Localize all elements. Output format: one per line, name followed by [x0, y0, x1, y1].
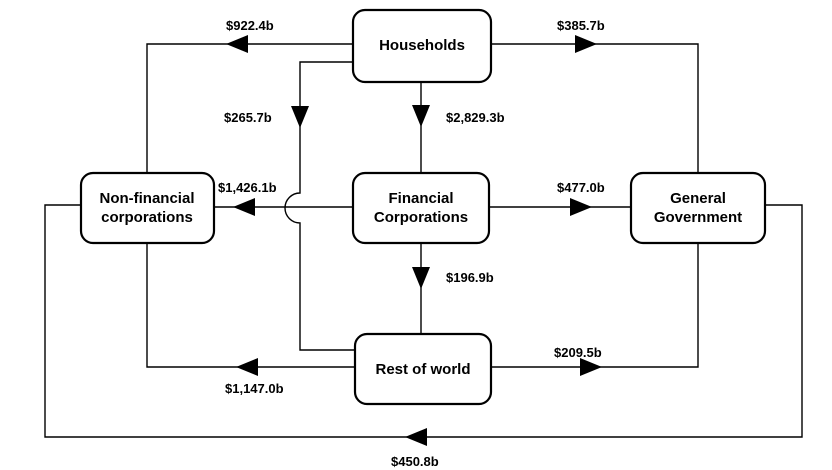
label-households-nonfinancial: $922.4b: [226, 18, 274, 33]
node-financial-label-line2: Corporations: [374, 209, 468, 226]
flow-line-rest-of-world-nonfinancial: [146, 243, 355, 368]
arrowhead-financial-nonfinancial: [233, 198, 255, 216]
flow-line-government-rest-of-world: [491, 243, 699, 368]
label-households-financial: $2,829.3b: [446, 110, 505, 125]
arrowhead-households-government: [575, 35, 597, 53]
arrowhead-financial-government: [570, 198, 592, 216]
node-government-label-line1: General: [670, 190, 726, 207]
node-government-label-line2: Government: [654, 209, 742, 226]
node-households-label: Households: [379, 37, 465, 54]
label-financial-government: $477.0b: [557, 180, 605, 195]
label-rest-of-world-nonfinancial: $1,147.0b: [225, 381, 284, 396]
node-financial-corporations: Financial Corporations: [351, 171, 491, 245]
arrowhead-government-nonfinancial: [405, 428, 427, 446]
flow-line-households-rest-of-world: [284, 61, 355, 351]
arrowhead-households-nonfinancial: [226, 35, 248, 53]
label-financial-rest-of-world: $196.9b: [446, 270, 494, 285]
label-government-nonfinancial: $450.8b: [391, 454, 439, 469]
node-nonfinancial-label-line2: corporations: [101, 209, 193, 226]
arrowhead-rest-of-world-nonfinancial: [236, 358, 258, 376]
node-financial-label-line1: Financial: [388, 190, 453, 207]
node-general-government: General Government: [629, 171, 767, 245]
arrowhead-households-rest-of-world: [291, 106, 309, 128]
node-rest-of-world: Rest of world: [353, 332, 493, 406]
flow-line-households-government: [491, 43, 699, 173]
node-nonfinancial-corporations: Non-financial corporations: [79, 171, 216, 245]
flow-line-households-nonfinancial: [146, 43, 353, 173]
node-households: Households: [351, 8, 493, 84]
label-households-government: $385.7b: [557, 18, 605, 33]
label-households-rest-of-world: $265.7b: [224, 110, 272, 125]
arrowhead-government-rest-of-world: [580, 358, 602, 376]
label-financial-nonfinancial: $1,426.1b: [218, 180, 277, 195]
label-government-rest-of-world: $209.5b: [554, 345, 602, 360]
arrowhead-financial-rest-of-world: [412, 267, 430, 289]
arrowhead-households-financial: [412, 105, 430, 127]
node-nonfinancial-label-line1: Non-financial: [99, 190, 194, 207]
node-rest-of-world-label: Rest of world: [375, 361, 470, 378]
